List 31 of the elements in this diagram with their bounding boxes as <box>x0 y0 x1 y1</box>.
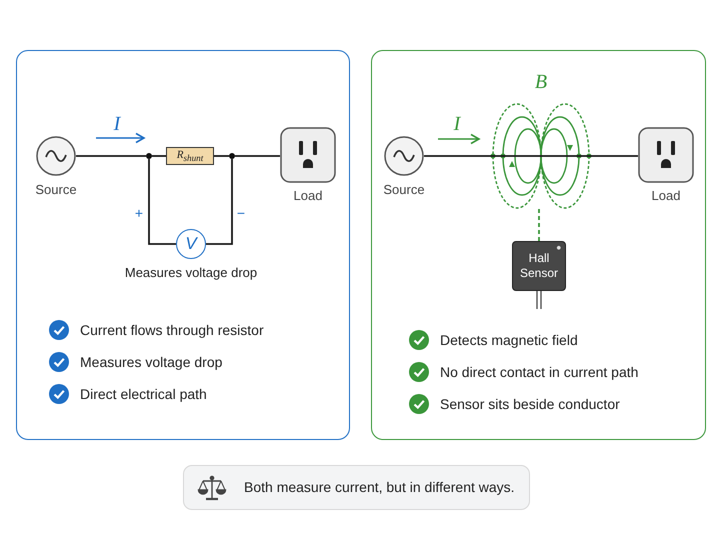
list-item-text: Sensor sits beside conductor <box>440 395 621 414</box>
panel-frame <box>371 50 706 440</box>
wire <box>206 159 233 245</box>
junction-dot <box>229 153 235 159</box>
wire <box>235 155 280 157</box>
wire <box>148 159 176 245</box>
list-item-text: Detects magnetic field <box>440 331 579 350</box>
junction-dot <box>146 153 152 159</box>
resistor-symbol: R$_{shunt}$ <box>166 147 214 165</box>
node-label: Measures voltage drop <box>124 265 258 282</box>
node-label: Source <box>34 182 78 199</box>
note-box <box>183 465 530 510</box>
note-text: Both measure current, but in different ways. <box>244 479 516 497</box>
list-item-text: Direct electrical path <box>80 385 208 404</box>
list-item-text: No direct contact in current path <box>440 363 640 382</box>
voltmeter-symbol: V <box>176 229 206 259</box>
node-label: Source <box>382 182 426 199</box>
wire <box>214 155 229 157</box>
symbol-label: I <box>112 113 122 137</box>
node-label: Load <box>292 188 324 205</box>
wire <box>76 155 146 157</box>
hall-sensor-box: Hall Sensor <box>512 241 566 291</box>
wire <box>538 209 540 241</box>
wire <box>152 155 166 157</box>
symbol-label: B <box>534 71 548 95</box>
wire <box>424 155 638 157</box>
node-label: Load <box>650 188 682 205</box>
list-item-text: Measures voltage drop <box>80 353 224 372</box>
symbol-label: I <box>452 113 462 137</box>
panel-frame <box>16 50 350 440</box>
list-item-text: Current flows through resistor <box>80 321 265 340</box>
